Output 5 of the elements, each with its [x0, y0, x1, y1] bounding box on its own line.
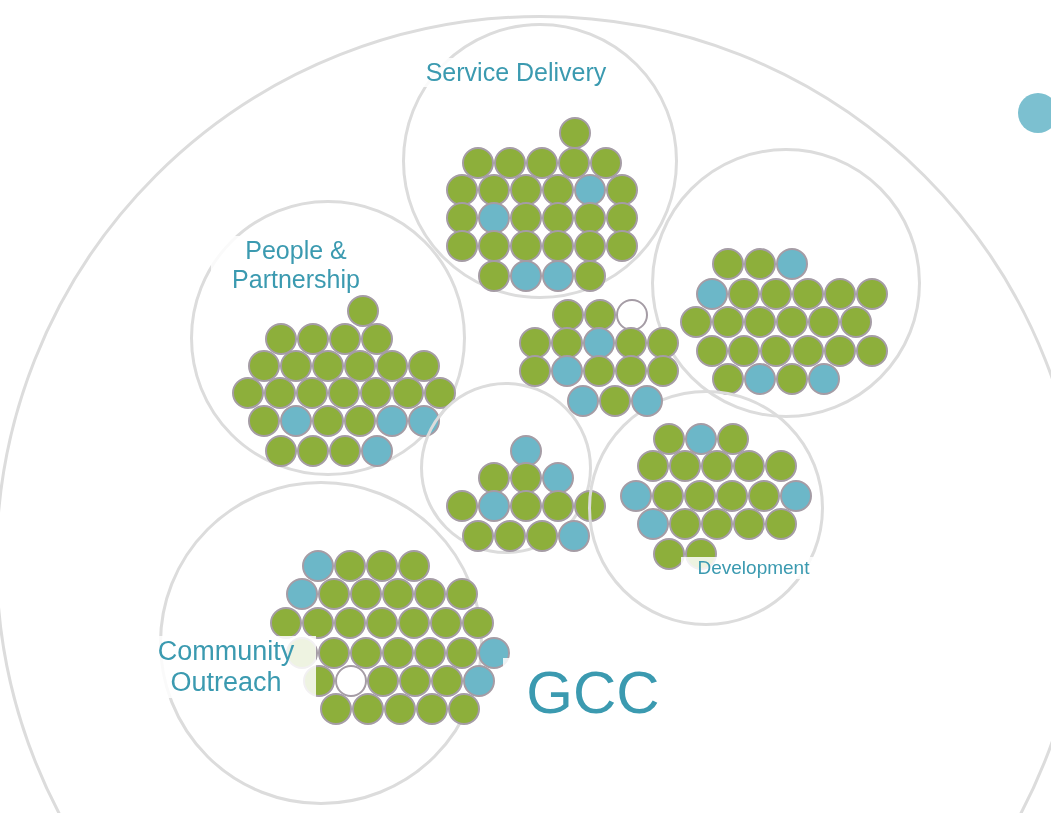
- group-circle: [588, 390, 824, 626]
- group-circle: [402, 23, 678, 299]
- group-circle: [190, 200, 466, 476]
- group-circle: [0, 15, 1051, 813]
- group-circle: [651, 148, 921, 418]
